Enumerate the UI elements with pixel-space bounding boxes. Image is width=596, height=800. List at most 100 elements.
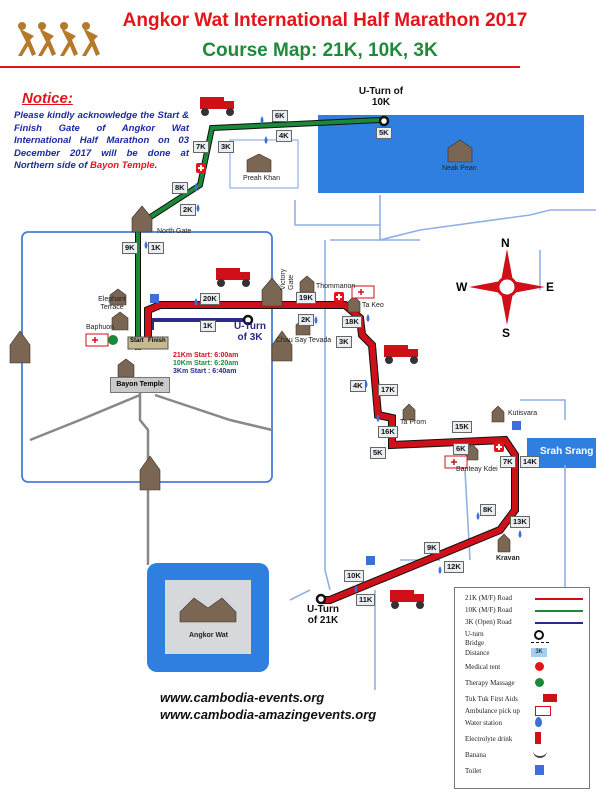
legend-banana: Banana [465,751,486,759]
uturn-10k-marker [378,115,390,127]
ambulance-icon [535,706,551,716]
km-marker: 1K [200,320,216,332]
km-marker: 9K [122,242,138,254]
legend-bridge: Bridge [465,639,485,647]
label-angkor-wat: Angkor Wat [189,632,229,639]
km-marker: 15K [452,421,472,433]
ambulances [85,285,468,469]
legend-road3-line [535,622,583,624]
preah-khan-temple [246,153,272,173]
water-drop-icon [535,717,542,727]
baphuon-temple [111,311,129,331]
route-21k [145,302,518,603]
legend-road21: 21K (M/F) Road [465,594,513,602]
legend-road3: 3K (Open) Road [465,618,512,626]
notice-heading: Notice: [22,90,73,107]
compass-east: E [546,280,555,294]
label-bayon-temple: Bayon Temple [110,377,170,393]
toilets [150,294,521,565]
label-kravan: Kravan [496,555,520,562]
legend-tuktuk: Tuk Tuk First Aids [465,695,518,703]
label-victory-gate: Victory Gate [280,268,295,290]
label-chau-say-tevada: Chau Say Tevada [276,337,332,344]
compass-rose [469,249,545,325]
km-marker: 1K [148,242,164,254]
finish-label: Finish [148,338,166,344]
page-title: Angkor Wat International Half Marathon 2… [122,10,528,31]
west-gate-temple [9,330,31,364]
km-marker: 9K [424,542,440,554]
therapy-massage-marker [108,335,118,345]
label-preah-khan: Preah Khan [243,175,280,182]
website-link-1[interactable]: www.cambodia-events.org [160,690,325,705]
website-link-2[interactable]: www.cambodia-amazingevents.org [160,707,377,722]
legend-uturn-icon [534,630,544,640]
km-marker: 12K [444,561,464,573]
km-marker: 7K [500,456,516,468]
km-marker: 19K [296,292,316,304]
thommanon-temple [299,275,315,293]
south-gate-temple [139,455,161,491]
bayon-temple-icon [117,358,135,378]
compass-north: N [501,236,510,250]
angkor-wat-temple [179,597,237,623]
km-marker: 11K [356,594,376,606]
victory-gate-temple [261,277,283,307]
legend-therapy: Therapy Massage [465,679,515,687]
km-marker: 18K [342,316,362,328]
km-marker: 2K [180,204,196,216]
kutisvara-temple [491,405,505,423]
electrolyte-icon [535,732,541,744]
preah-khan-area [229,139,299,189]
label-ta-prom: Ta Prom [400,419,427,426]
route-10k [136,118,381,350]
toilet-icon [535,765,544,775]
km-marker: 14K [520,456,540,468]
km-marker: 4K [350,380,366,392]
legend-road10: 10K (M/F) Road [465,606,513,614]
km-marker: 13K [510,516,530,528]
label-thommanon: Thommanon [316,283,356,290]
therapy-icon [535,678,544,687]
medical-cross-icon [535,662,544,671]
km-marker: 8K [172,182,188,194]
elephant-terrace-temple [109,288,127,306]
label-neak-pean: Neak Pean [442,165,477,172]
km-marker: 7K [193,141,209,153]
kravan-temple [497,533,511,553]
km-marker: 5K [370,447,386,459]
km-marker: 8K [480,504,496,516]
start-time-10k: 10Km Start: 6:20am [173,360,239,367]
legend-road21-line [535,598,583,600]
legend-medical: Medical tent [465,663,501,671]
label-banteay-kdei: Banteay Kdei [456,466,498,473]
label-srah-srang: Srah Srang [540,446,594,457]
legend-water: Water station [465,719,502,727]
legend-ambulance: Ambulance pick up [465,707,520,715]
medical-tents [196,163,504,452]
km-marker: 5K [376,127,392,139]
legend-road10-line [535,610,583,612]
road-to-angkor-wat [138,380,150,565]
banana-icon [533,750,547,758]
tuktuk-icon [543,694,557,702]
uturn-3k-label: U-Turn of 3K [233,321,267,343]
notice-text: Please kindly acknowledge the Start & Fi… [14,110,189,171]
legend-electrolyte: Electrolyte drink [465,735,513,743]
notice-bayon: Bayon Temple [90,160,155,171]
legend-uturn: U-turn [465,630,484,638]
start-finish-gate [127,336,169,350]
km-marker: 3K [218,141,234,153]
km-marker: 20K [200,293,220,305]
start-label: Start [130,338,144,344]
tuktuks [200,97,424,609]
start-time-21k: 21Km Start: 6:00am [173,352,239,359]
uturn-10k-label: U-Turn of 10K [358,86,404,108]
label-baphuon: Baphuon [86,324,115,331]
km-marker: 10K [344,570,364,582]
legend-distance: Distance [465,649,490,657]
km-marker: 6K [272,110,288,122]
km-marker: 17K [378,384,398,396]
start-time-3k: 3Km Start : 6:40am [173,368,237,375]
km-marker: 16K [378,426,398,438]
